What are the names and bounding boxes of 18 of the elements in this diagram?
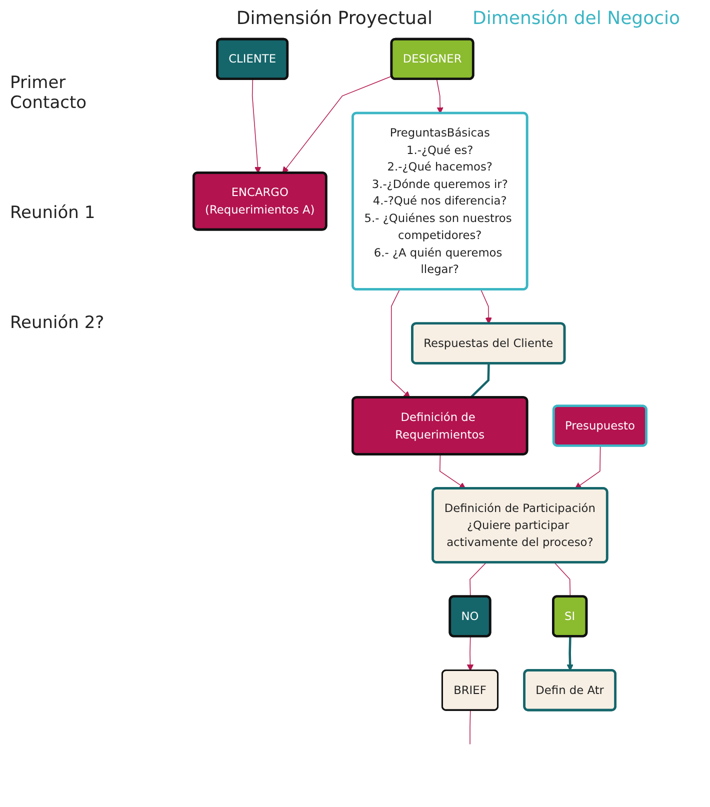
row-label: Reunión 1 bbox=[10, 203, 96, 223]
column-heading: Dimensión Proyectual bbox=[236, 8, 432, 29]
row-label: Reunión 2? bbox=[10, 313, 106, 333]
arrow bbox=[252, 78, 262, 174]
arrow bbox=[390, 289, 410, 398]
connector bbox=[470, 562, 487, 598]
connector bbox=[554, 562, 571, 598]
arrow bbox=[574, 446, 601, 489]
arrow bbox=[439, 454, 466, 489]
connector bbox=[470, 364, 490, 398]
arrow bbox=[436, 78, 444, 114]
arrow bbox=[282, 76, 392, 174]
column-heading: Dimensión del Negocio bbox=[472, 8, 680, 29]
arrow bbox=[466, 636, 474, 671]
connector bbox=[470, 710, 471, 745]
arrow bbox=[566, 636, 574, 671]
arrow bbox=[480, 289, 492, 324]
row-label: Primer Contacto bbox=[10, 73, 88, 113]
